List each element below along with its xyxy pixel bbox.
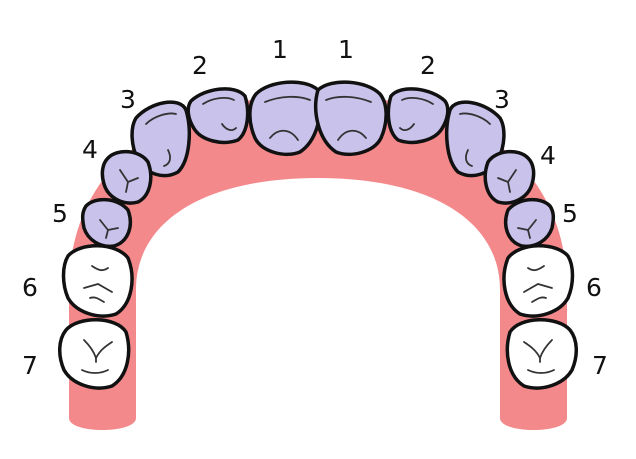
tooth-left-2 <box>186 87 250 145</box>
tooth-right-7 <box>505 318 578 390</box>
label-right-1: 1 <box>338 35 354 64</box>
label-left-7: 7 <box>22 351 38 380</box>
label-right-5: 5 <box>562 199 578 228</box>
label-left-2: 2 <box>192 51 208 80</box>
label-left-4: 4 <box>82 135 98 164</box>
tooth-right-1 <box>314 80 388 157</box>
tooth-left-1 <box>248 80 322 157</box>
label-right-6: 6 <box>586 273 602 302</box>
tooth-right-3 <box>444 100 506 178</box>
label-right-2: 2 <box>420 51 436 80</box>
label-right-3: 3 <box>494 85 510 114</box>
label-left-1: 1 <box>272 35 288 64</box>
tooth-right-4 <box>483 149 536 205</box>
tooth-left-4 <box>100 149 153 205</box>
tooth-left-6 <box>61 244 134 318</box>
label-right-7: 7 <box>592 351 608 380</box>
gum-arch <box>69 95 567 430</box>
tooth-left-5 <box>80 197 133 249</box>
tooth-right-6 <box>502 244 575 318</box>
tooth-right-2 <box>386 87 450 145</box>
label-left-6: 6 <box>22 273 38 302</box>
tooth-left-3 <box>130 100 192 178</box>
label-left-3: 3 <box>120 85 136 114</box>
tooth-left-7 <box>58 318 131 390</box>
label-left-5: 5 <box>52 199 68 228</box>
tooth-right-5 <box>503 197 556 249</box>
label-right-4: 4 <box>540 141 556 170</box>
